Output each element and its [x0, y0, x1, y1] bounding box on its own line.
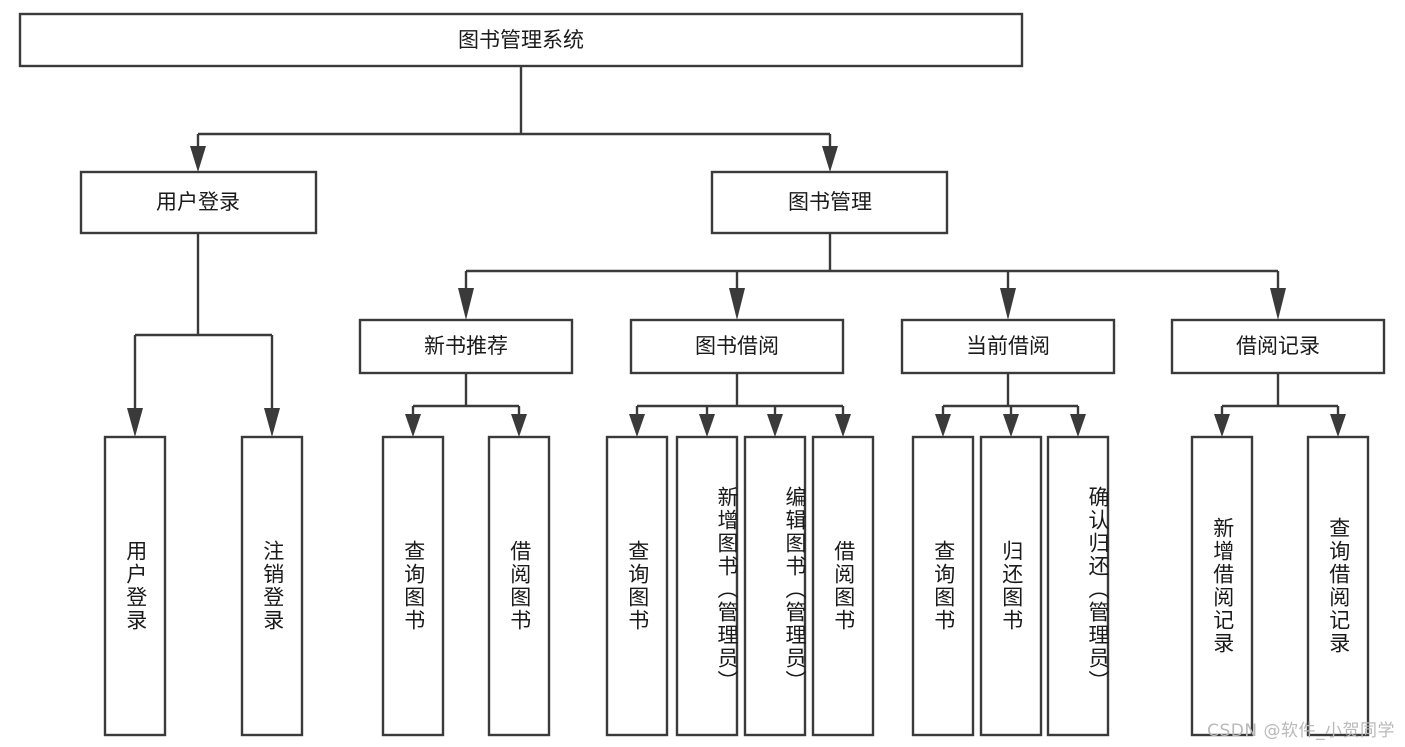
node-book-manage[interactable]: 图书管理: [710, 170, 949, 235]
arrow-to-user-login-icon: [190, 146, 206, 172]
arrow-bb-leaf-3-icon: [767, 414, 783, 437]
arrow-bb-leaf-4-icon: [835, 414, 851, 437]
arrow-nb-leaf-1-icon: [405, 414, 421, 437]
leaf-box-borrow-record-2[interactable]: [1306, 435, 1370, 737]
node-new-book-recommend[interactable]: 新书推荐: [358, 318, 574, 375]
connector-book-manage-to-level3: [458, 233, 1286, 320]
node-book-borrow[interactable]: 图书借阅: [629, 318, 845, 375]
arrow-to-book-borrow-icon: [729, 288, 745, 320]
connector-borrow-record-to-leaves: [1214, 373, 1346, 437]
arrow-ul-leaf-2-icon: [264, 408, 280, 437]
node-user-login-box[interactable]: [79, 170, 318, 235]
leaf-box-book-borrow-4[interactable]: [811, 435, 875, 737]
connector-current-borrow-to-leaves: [935, 373, 1086, 437]
node-book-manage-box[interactable]: [710, 170, 949, 235]
arrow-bb-leaf-2-icon: [699, 414, 715, 437]
leaf-box-user-login-1[interactable]: [103, 435, 167, 737]
arrow-ul-leaf-1-icon: [127, 408, 143, 437]
arrow-to-new-book-icon: [458, 288, 474, 320]
node-root[interactable]: 图书管理系统: [18, 12, 1024, 68]
leaf-box-borrow-record-1[interactable]: [1190, 435, 1254, 737]
node-borrow-record-box[interactable]: [1170, 318, 1386, 375]
connector-new-book-to-leaves: [405, 373, 527, 437]
node-new-book-recommend-box[interactable]: [358, 318, 574, 375]
arrow-cb-leaf-2-icon: [1003, 414, 1019, 437]
leaf-box-current-borrow-3[interactable]: [1046, 435, 1110, 737]
connector-user-login-to-leaves: [127, 233, 280, 437]
node-user-login-label: 用户登录: [156, 190, 240, 214]
leaf-box-current-borrow-1[interactable]: [911, 435, 975, 737]
arrow-cb-leaf-3-icon: [1070, 414, 1086, 437]
connector-root-to-level2: [190, 66, 838, 172]
arrow-cb-leaf-1-icon: [935, 414, 951, 437]
arrow-br-leaf-1-icon: [1214, 414, 1230, 437]
node-root-label: 图书管理系统: [458, 28, 584, 52]
node-book-borrow-box[interactable]: [629, 318, 845, 375]
arrow-bb-leaf-1-icon: [629, 414, 645, 437]
leaf-box-book-borrow-2[interactable]: [675, 435, 739, 737]
node-borrow-record[interactable]: 借阅记录: [1170, 318, 1386, 375]
arrow-to-borrow-record-icon: [1270, 288, 1286, 320]
node-current-borrow-box[interactable]: [900, 318, 1116, 375]
arrow-br-leaf-2-icon: [1330, 414, 1346, 437]
arrow-to-current-borrow-icon: [1000, 288, 1016, 320]
node-current-borrow-label: 当前借阅: [966, 334, 1050, 358]
leaf-box-new-book-2[interactable]: [487, 435, 551, 737]
arrow-to-book-manage-icon: [822, 146, 838, 172]
leaf-box-book-borrow-3[interactable]: [743, 435, 807, 737]
leaf-box-new-book-1[interactable]: [381, 435, 445, 737]
node-current-borrow[interactable]: 当前借阅: [900, 318, 1116, 375]
csdn-watermark: CSDN @软件_小贺同学: [1207, 721, 1395, 741]
node-book-manage-label: 图书管理: [788, 190, 872, 214]
arrow-nb-leaf-2-icon: [511, 414, 527, 437]
connector-book-borrow-to-leaves: [629, 373, 851, 437]
node-user-login[interactable]: 用户登录: [79, 170, 318, 235]
leaf-box-current-borrow-2[interactable]: [979, 435, 1043, 737]
leaf-box-book-borrow-1[interactable]: [605, 435, 669, 737]
leaf-box-user-login-2[interactable]: [240, 435, 304, 737]
node-new-book-recommend-label: 新书推荐: [424, 334, 508, 358]
node-root-box[interactable]: [18, 12, 1024, 68]
node-borrow-record-label: 借阅记录: [1236, 334, 1320, 358]
node-book-borrow-label: 图书借阅: [695, 334, 779, 358]
